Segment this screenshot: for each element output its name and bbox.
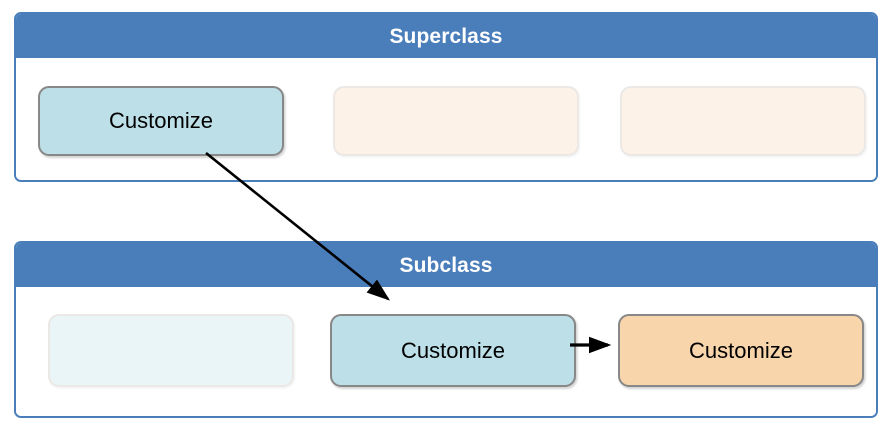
subclass-member-customize-inherited[interactable]: Customize xyxy=(330,314,576,387)
subclass-body: Customize Customize xyxy=(16,287,876,416)
subclass-header: Subclass xyxy=(16,243,876,287)
superclass-member-customize[interactable]: Customize xyxy=(38,86,284,156)
superclass-member-empty-2[interactable] xyxy=(620,86,866,156)
superclass-member-0-label: Customize xyxy=(109,108,213,133)
superclass-member-empty-1[interactable] xyxy=(333,86,579,156)
superclass-title: Superclass xyxy=(389,24,503,48)
subclass-member-empty-0[interactable] xyxy=(48,314,294,387)
subclass-member-customize-override[interactable]: Customize xyxy=(618,314,864,387)
subclass-panel: Subclass Customize Customize xyxy=(14,241,878,418)
superclass-panel: Superclass Customize xyxy=(14,12,878,182)
subclass-member-1-label: Customize xyxy=(401,337,505,363)
superclass-header: Superclass xyxy=(16,14,876,58)
subclass-member-2-label: Customize xyxy=(689,337,793,363)
subclass-title: Subclass xyxy=(399,253,493,277)
superclass-body: Customize xyxy=(16,58,876,180)
